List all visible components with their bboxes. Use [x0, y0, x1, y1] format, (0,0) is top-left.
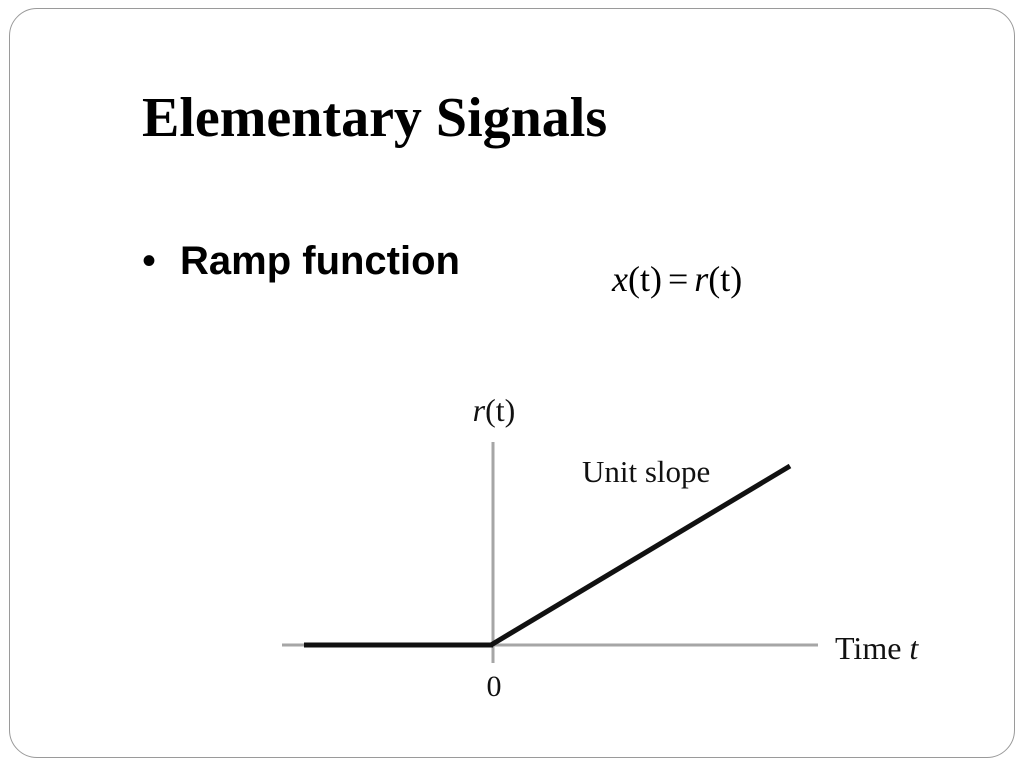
x-axis-label: Time t [835, 630, 919, 666]
bullet-text: Ramp function [180, 239, 460, 283]
ramp-equation: x(t)=r(t) [612, 257, 742, 301]
bullet-item-ramp-function: • Ramp function [142, 236, 460, 286]
bullet-marker: • [142, 239, 157, 283]
equation-lhs-arg: (t) [627, 259, 662, 299]
y-axis-label-symbol: r [473, 392, 486, 428]
slope-annotation: Unit slope [582, 454, 710, 489]
origin-label: 0 [487, 670, 502, 703]
x-axis-label-var: t [909, 630, 919, 666]
slide-title: Elementary Signals [142, 87, 608, 149]
x-axis-label-word: Time [835, 630, 909, 666]
equation-rhs-arg: (t) [708, 259, 743, 299]
y-axis-label: r(t) [473, 392, 516, 428]
equation-rhs-symbol: r [694, 259, 709, 299]
ramp-slope-segment [489, 463, 792, 648]
y-axis-label-arg: (t) [485, 392, 515, 428]
equation-operator: = [667, 259, 689, 299]
equation-lhs-symbol: x [612, 259, 628, 299]
